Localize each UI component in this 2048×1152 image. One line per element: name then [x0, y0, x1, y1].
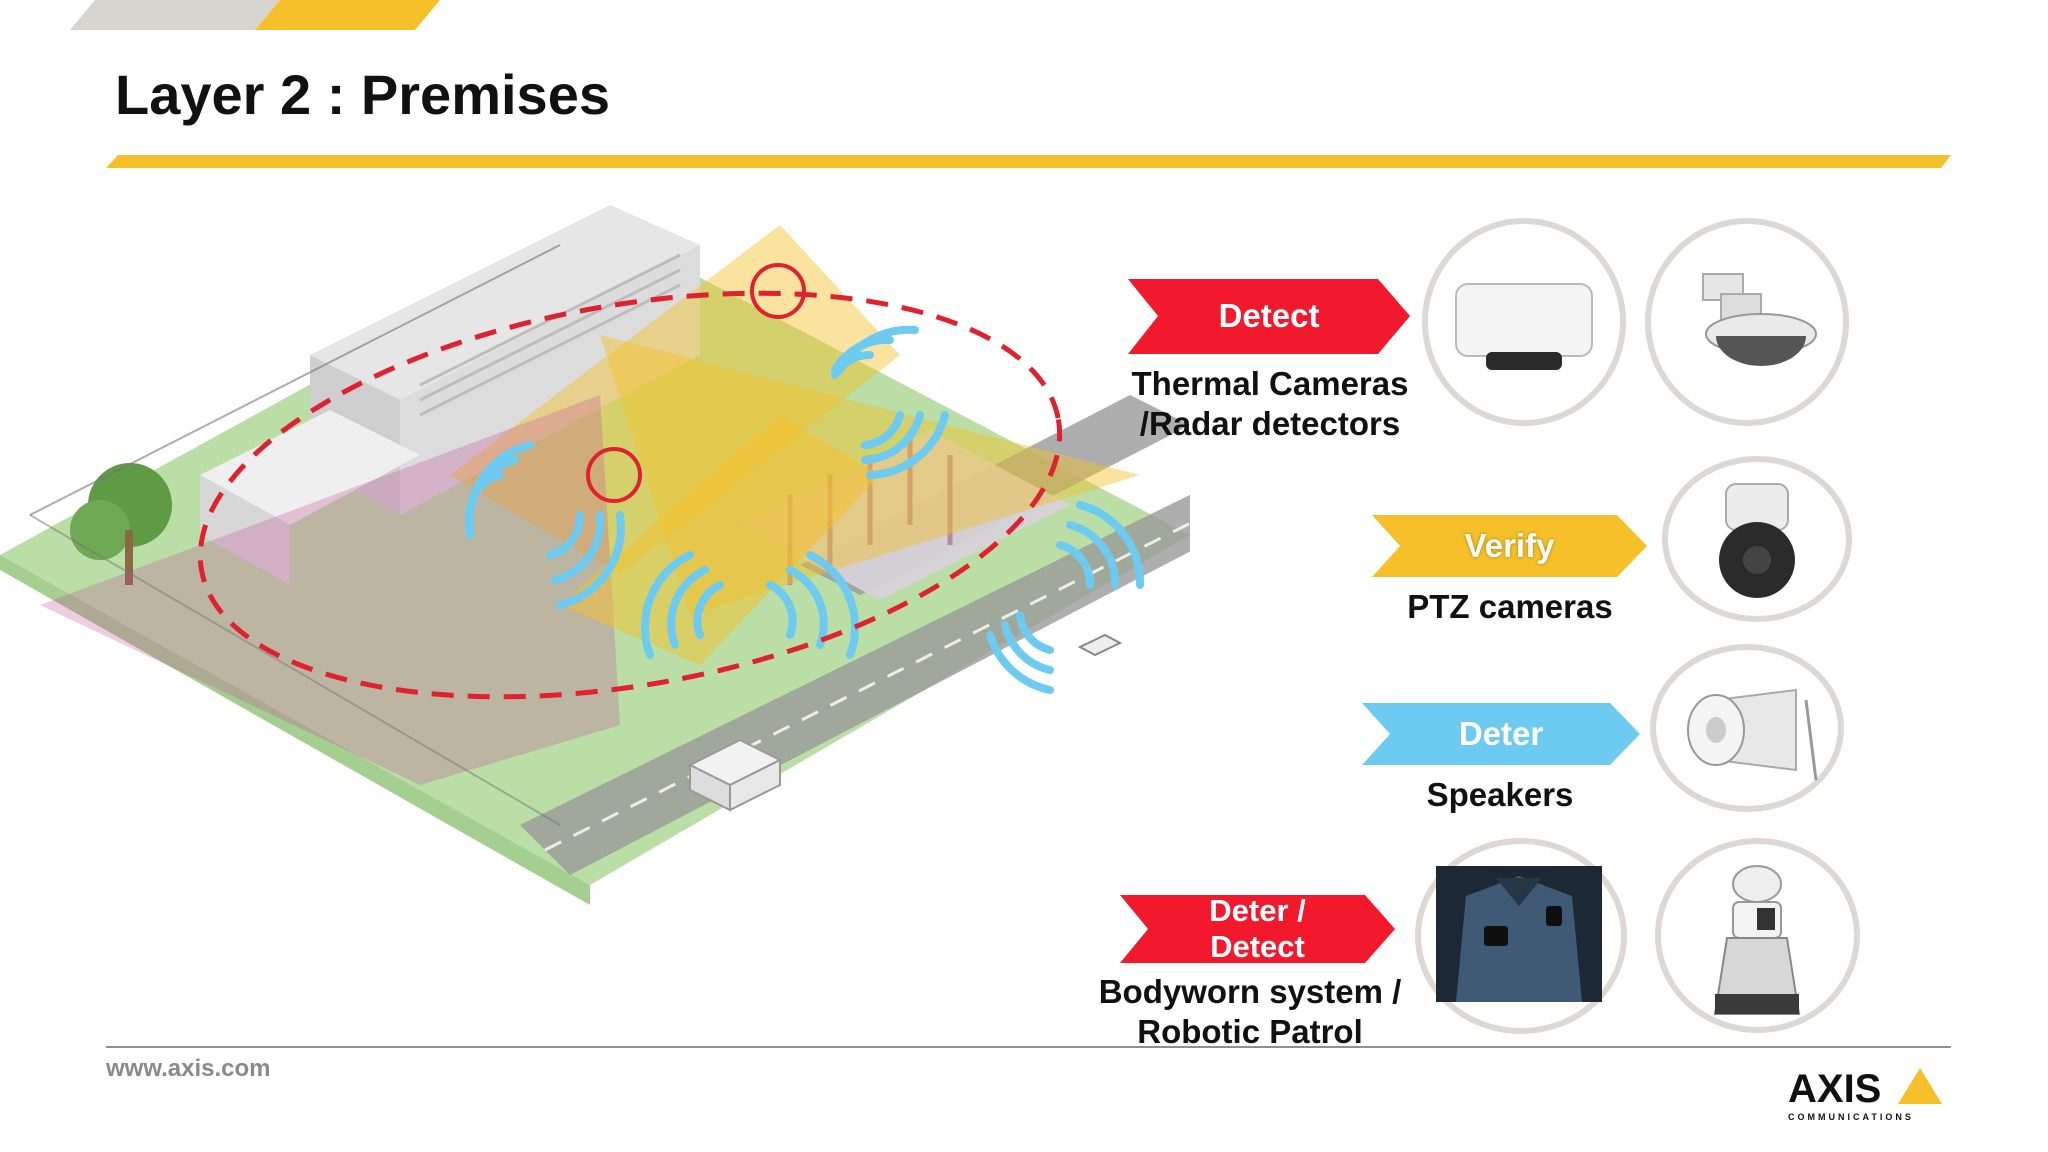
device-circle-speaker [1650, 644, 1844, 812]
device-circle-dome [1645, 218, 1849, 426]
tag-detect: Detect [1128, 279, 1410, 354]
bodyworn-camera-photo [1436, 866, 1602, 1002]
caption-detect: Thermal Cameras /Radar detectors [1131, 365, 1409, 442]
tag-deter-detect: Deter / Detect [1120, 893, 1395, 964]
footer-divider [106, 1046, 1951, 1048]
premises-illustration [0, 205, 1190, 905]
device-circle-ptz [1662, 456, 1852, 622]
svg-text:AXIS: AXIS [1788, 1067, 1881, 1111]
device-circle-robot [1655, 838, 1860, 1033]
caption-deter: Speakers [1426, 776, 1574, 813]
tag-deter: Deter [1362, 703, 1640, 765]
device-circle-thermal [1422, 218, 1626, 426]
dome-camera-icon [1702, 273, 1817, 366]
header-accent-shapes [70, 0, 440, 30]
ptz-camera-icon [1719, 483, 1795, 598]
caption-verify: PTZ cameras [1407, 588, 1613, 625]
svg-text:COMMUNICATIONS: COMMUNICATIONS [1788, 1112, 1914, 1122]
horn-speaker-icon [1687, 688, 1818, 781]
caption-deter-detect: Bodyworn system / Robotic Patrol [1098, 973, 1402, 1050]
patrol-robot-icon [1713, 865, 1801, 1015]
page-title: Layer 2 : Premises [115, 63, 610, 126]
axis-logo: AXIS COMMUNICATIONS [1788, 1062, 1952, 1124]
title-underline [106, 155, 1951, 168]
footer-url: www.axis.com [106, 1055, 271, 1082]
tag-verify: Verify [1372, 515, 1647, 577]
thermal-camera-icon [1455, 283, 1593, 370]
